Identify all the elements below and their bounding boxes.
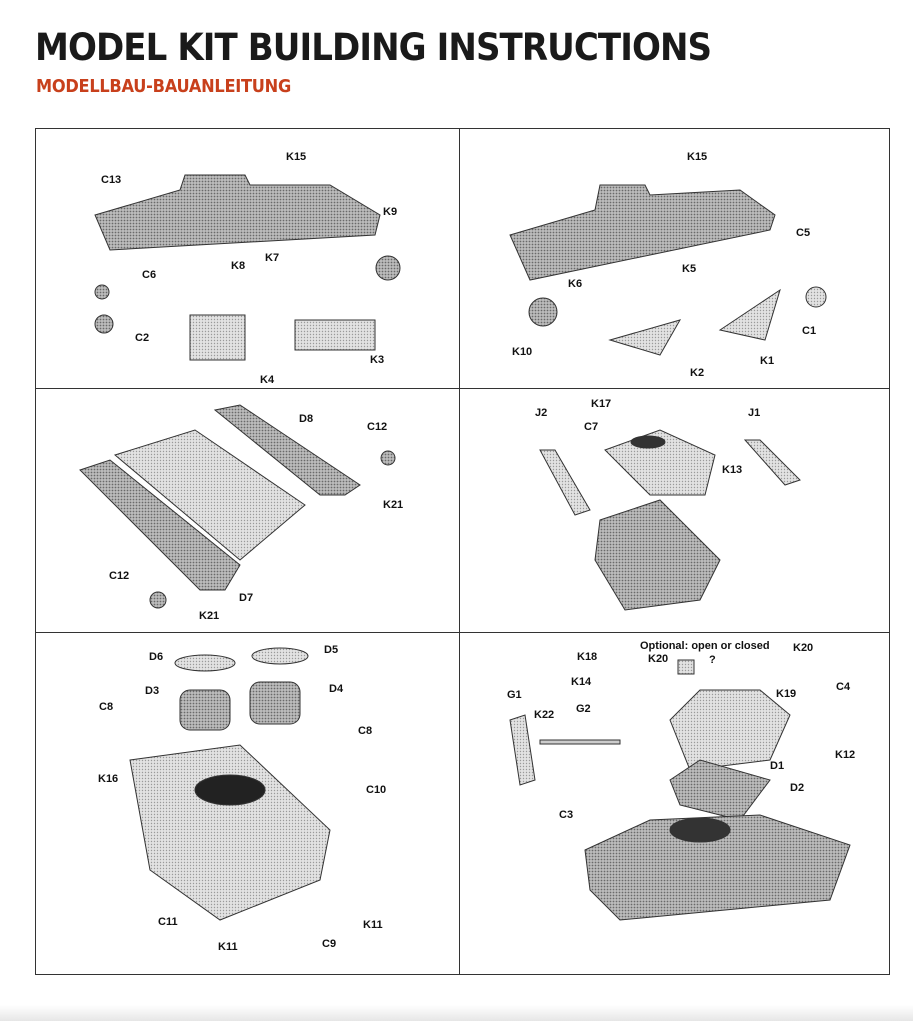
part-label: K4 xyxy=(260,374,275,386)
part-label: C12 xyxy=(367,421,388,433)
superstructure-part xyxy=(669,689,791,771)
tank-body xyxy=(129,744,331,921)
hatch-part xyxy=(677,659,695,675)
wheel-part xyxy=(375,255,401,281)
chassis-part xyxy=(594,499,721,611)
part-label: C11 xyxy=(158,916,178,928)
wheel-part xyxy=(94,314,114,334)
part-label: C7 xyxy=(584,421,599,433)
part-label: C3 xyxy=(559,809,574,821)
part-label: C12 xyxy=(109,570,130,582)
fender-part xyxy=(743,439,801,486)
part-label: K19 xyxy=(776,688,797,700)
part-label: C8 xyxy=(99,701,114,713)
part-label: K2 xyxy=(690,367,705,379)
page-title: MODEL KIT BUILDING INSTRUCTIONS xyxy=(35,26,712,69)
part-label: C6 xyxy=(142,269,157,281)
wheel-part xyxy=(380,450,396,466)
part-label: K18 xyxy=(577,651,598,663)
part-label: K11 xyxy=(218,941,238,953)
page-subtitle: MODELLBAU-BAUANLEITUNG xyxy=(36,76,291,97)
part-label: C8 xyxy=(358,725,373,737)
part-label: G1 xyxy=(507,689,522,701)
part-label: K21 xyxy=(383,499,404,511)
cupola-part xyxy=(179,689,231,731)
part-label: C1 xyxy=(802,325,817,337)
hatch-part xyxy=(251,647,309,665)
part-label: K21 xyxy=(199,610,220,622)
wheel-part xyxy=(805,286,827,308)
part-label: C5 xyxy=(796,227,811,239)
part-label: K3 xyxy=(370,354,385,366)
part-label: D6 xyxy=(149,651,164,663)
rod-part xyxy=(539,739,621,745)
part-label: K12 xyxy=(835,749,856,761)
part-label: D8 xyxy=(299,413,314,425)
part-label: D5 xyxy=(324,644,339,656)
part-label: D1 xyxy=(770,760,785,772)
wheel-part xyxy=(94,284,110,300)
track-part xyxy=(213,404,361,496)
suspension-part xyxy=(718,288,781,341)
cupola-part xyxy=(669,817,731,843)
part-label: K20 xyxy=(793,642,814,654)
part-label: G2 xyxy=(576,703,591,715)
part-label: J1 xyxy=(748,407,761,419)
suspension-part xyxy=(189,314,246,361)
plate-part xyxy=(509,714,536,786)
hatch-part xyxy=(174,654,236,672)
floor-part xyxy=(669,759,771,821)
hull-part xyxy=(509,184,776,281)
fender-part xyxy=(539,449,591,516)
part-label: K5 xyxy=(682,263,697,275)
hull-part xyxy=(113,429,306,561)
part-label: K14 xyxy=(571,676,592,688)
part-label: K7 xyxy=(265,252,280,264)
cupola-part xyxy=(249,681,301,725)
instruction-grid xyxy=(35,128,890,975)
grid-divider-horizontal xyxy=(35,388,890,389)
suspension-part xyxy=(294,319,376,351)
part-label: C9 xyxy=(322,938,337,950)
turret-ring xyxy=(194,774,266,806)
part-label: K15 xyxy=(286,151,307,163)
part-label: K15 xyxy=(687,151,708,163)
optional-note: Optional: open or closed xyxy=(640,640,770,652)
part-label: C2 xyxy=(135,332,150,344)
part-label: D4 xyxy=(329,683,344,695)
part-label: K1 xyxy=(760,355,775,367)
part-label: J2 xyxy=(535,407,548,419)
part-label: K22 xyxy=(534,709,555,721)
part-label: K6 xyxy=(568,278,583,290)
track-part xyxy=(79,459,241,591)
part-label: K13 xyxy=(722,464,743,476)
part-label: D2 xyxy=(790,782,805,794)
turret-ring xyxy=(630,435,666,449)
part-label: ? xyxy=(709,654,716,666)
part-label: K9 xyxy=(383,206,398,218)
part-label: K16 xyxy=(98,773,119,785)
part-label: C13 xyxy=(101,174,122,186)
part-label: K17 xyxy=(591,398,612,410)
wheel-part xyxy=(528,297,558,327)
wheel-part xyxy=(149,591,167,609)
hull-part xyxy=(604,429,716,496)
suspension-part xyxy=(608,319,682,356)
part-label: K20 xyxy=(648,653,669,665)
scan-edge xyxy=(0,1005,913,1021)
part-label: K10 xyxy=(512,346,533,358)
grid-divider-vertical xyxy=(459,128,460,975)
part-label: D7 xyxy=(239,592,254,604)
part-label: K11 xyxy=(363,919,383,931)
part-label: C4 xyxy=(836,681,851,693)
part-label: C10 xyxy=(366,784,387,796)
grid-divider-horizontal xyxy=(35,632,890,633)
part-label: D3 xyxy=(145,685,160,697)
part-label: K8 xyxy=(231,260,246,272)
tank-body xyxy=(584,814,851,921)
hull-part xyxy=(94,174,381,251)
